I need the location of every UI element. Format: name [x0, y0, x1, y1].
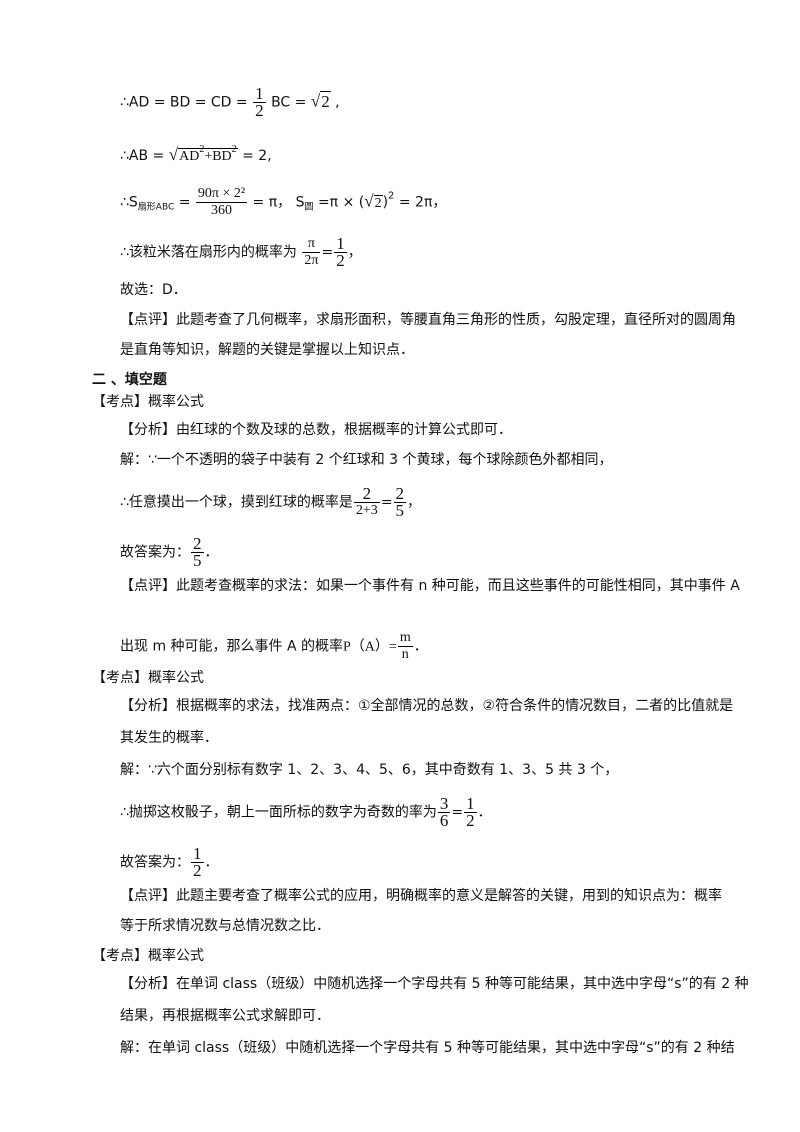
analysis-text: 结果，再根据概率公式求解即可． [120, 1008, 330, 1024]
text: 出现 m 种可能，那么事件 A 的概率 [120, 638, 344, 655]
math-text: P（A）= [343, 639, 397, 655]
text: ∴任意摸出一个球，摸到红球的概率是 [120, 494, 353, 511]
sqrt-symbol: √ [168, 145, 179, 164]
radicand: 2 [320, 90, 331, 111]
analysis-text: 【分析】根据概率的求法，找准两点：①全部情况的总数，②符合条件的情况数目，二者的… [120, 698, 734, 714]
text: ∴S [120, 194, 138, 211]
text: ∴AB = [120, 148, 165, 164]
text: ． [477, 804, 492, 821]
text: ， [407, 494, 422, 511]
subscript: 扇形ABC [137, 202, 175, 213]
topic-label: 【考点】概率公式 [92, 394, 204, 410]
sqrt-symbol: √ [364, 191, 374, 211]
text: , [335, 94, 340, 111]
text: ． [204, 854, 219, 871]
formula-line-ab: ∴AB = √AD2+BD2 = 2, [120, 140, 272, 167]
review-paragraph: 【点评】此题考查了几何概率，求扇形面积，等腰直角三角形的性质，勾股定理，直径所对… [120, 312, 736, 328]
text: ∴该粒米落在扇形内的概率为 [120, 244, 297, 261]
review-paragraph: 等于所求情况数与总情况数之比． [120, 918, 330, 934]
text: =π × ( [317, 194, 365, 211]
topic-label: 【考点】概率公式 [92, 948, 204, 964]
text: ∴抛掷这枚骰子，朝上一面所标的数字为奇数的率为 [120, 804, 437, 821]
solution-text: 解：∵一个不透明的袋子中装有 2 个红球和 3 个黄球，每个球除颜色外都相同， [120, 452, 613, 468]
text: = [380, 494, 393, 511]
text: 故答案为： [120, 544, 190, 561]
topic-label: 【考点】概率公式 [92, 670, 204, 686]
sqrt-symbol: √ [310, 91, 321, 111]
radicand: AD2+BD2 [178, 144, 238, 164]
text: BC = [271, 94, 307, 111]
text: = π， S [252, 194, 305, 211]
review-paragraph: 【点评】此题考查概率的求法：如果一个事件有 n 种可能，而且这些事件的可能性相同… [120, 578, 740, 594]
analysis-text: 其发生的概率． [120, 730, 218, 746]
text: = 2π， [398, 194, 447, 211]
text: ∴AD = BD = CD = [120, 94, 248, 111]
review-paragraph: 【点评】此题主要考查了概率公式的应用，明确概率的意义是解答的关键，用到的知识点为… [120, 888, 722, 904]
exponent: 2 [388, 190, 395, 202]
text: ) [382, 194, 389, 211]
text: ． [204, 544, 219, 561]
solution-text: 解：在单词 class（班级）中随机选择一个字母共有 5 种等可能结果，其中选中… [120, 1040, 735, 1056]
radicand: 2 [373, 194, 383, 211]
text: = 2, [242, 148, 272, 164]
text: ， [347, 244, 362, 261]
text: 故答案为： [120, 854, 190, 871]
analysis-text: 【分析】由红球的个数及球的总数，根据概率的计算公式即可． [120, 422, 512, 438]
text: = [451, 804, 464, 821]
subscript: 圆 [304, 202, 314, 213]
text: = [178, 194, 191, 211]
review-paragraph: 是直角等知识，解题的关键是掌握以上知识点． [120, 342, 414, 358]
analysis-text: 【分析】在单词 class（班级）中随机选择一个字母共有 5 种等可能结果，其中… [120, 976, 749, 992]
solution-text: 解：∵六个面分别标有数字 1、2、3、4、5、6，其中奇数有 1、3、5 共 3… [120, 762, 619, 778]
text: = [321, 244, 334, 261]
text: ． [413, 638, 428, 655]
answer-line: 故选：D． [120, 282, 187, 298]
section-heading: 二 、填空题 [92, 372, 167, 388]
